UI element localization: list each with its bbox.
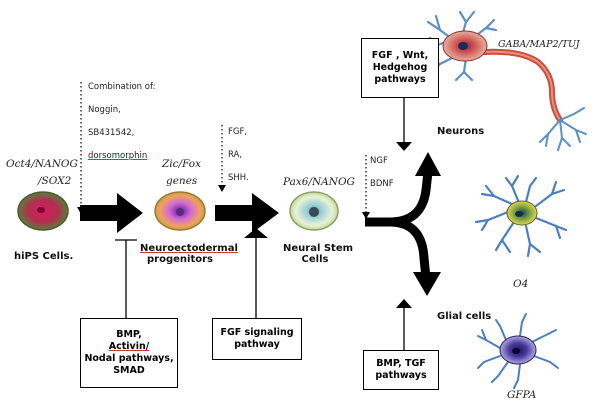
inducer-ngf: NGF [370,156,388,166]
fgf-wnt-line2: Hedgehog [372,62,428,74]
astrocyte-illustration [477,313,559,389]
nsc-label-line1: Neural Stem [283,243,354,254]
ngf-bdnf-list: NGF BDNF [370,150,394,196]
oligo-marker: O4 [513,278,529,290]
ne-marker-line2: genes [166,175,198,187]
inhibition-bmp [115,239,137,320]
combination-title: Combination of: [88,82,156,92]
bmp-activin-line4: SMAD [113,364,145,376]
bmp-activin-box: BMP, Activin/ Nodal pathways, SMAD [80,318,178,388]
hips-cell [17,191,69,231]
fgf-wnt-line3: pathways [374,73,426,85]
combination-item-sb431542: SB431542, [88,128,135,138]
ne-marker-line1: Zic/Fox [162,158,202,170]
activation-fgf-wnt [396,97,412,151]
glial-marker: GFPA [507,389,537,401]
inducer-ra: RA, [228,150,243,160]
branch-arrowhead-up [415,152,441,176]
nsc-label: Neural Stem Cells [283,243,354,265]
ne-label-line1: Neuroectodermal [140,243,238,254]
bmp-activin-line1: BMP, [116,329,142,341]
fgf-wnt-hedgehog-box: FGF , Wnt, Hedgehog pathways [361,38,439,98]
fgf-signaling-line1: FGF signaling [220,327,294,339]
branch-arrow [365,171,433,279]
branch-arrowhead-down [413,272,441,296]
fgf-signaling-line2: pathway [234,339,280,350]
hips-marker-line1: Oct4/NANOG [6,158,78,170]
bmp-activin-line2: Activin/ [108,341,150,353]
ne-label: Neuroectodermal progenitors [140,243,238,265]
activation-bmp-tgf [396,299,412,352]
combination-item-noggin: Noggin, [88,105,121,115]
neurons-label: Neurons [437,126,485,137]
combination-list: Combination of: Noggin, SB431542, dorsom… [88,76,156,168]
hips-marker-line2: /SOX2 [38,175,72,187]
arrow-ne-to-nsc [215,193,279,233]
arrow-hips-to-ne [80,193,143,233]
fgf-wnt-line1: FGF , Wnt, [371,50,429,62]
bmp-activin-line3: Nodal pathways, [84,353,174,364]
activation-fgf [244,228,268,318]
inducer-arrowheads [77,185,370,219]
inducer-fgf: FGF, [228,127,248,137]
inducer-bdnf: BDNF [370,179,394,189]
bmp-tgf-line1: BMP, TGF [376,358,426,370]
bmp-tgf-box: BMP, TGF pathways [363,350,439,390]
glial-label: Glial cells [437,311,492,322]
combination-item-dorsomorphin: dorsomorphin [88,151,148,161]
fgf-signaling-box: FGF signaling pathway [212,318,302,360]
inducer-arrows [80,82,367,212]
nsc-label-line2: Cells [301,254,329,265]
bmp-tgf-line2: pathways [375,370,427,381]
neuroectodermal-cell [154,191,206,231]
fgf-ra-shh-list: FGF, RA, SHH. [228,121,249,190]
oligodendrocyte-illustration [474,174,568,258]
ne-label-line2: progenitors [147,254,213,265]
hips-label: hiPS Cells. [14,251,74,262]
inducer-shh: SHH. [228,173,249,183]
neurons-marker: GABA/MAP2/TUJ [498,39,580,50]
nsc-marker: Pax6/NANOG [283,176,355,188]
neural-stem-cell [289,191,339,231]
neuron-illustration [424,10,587,151]
